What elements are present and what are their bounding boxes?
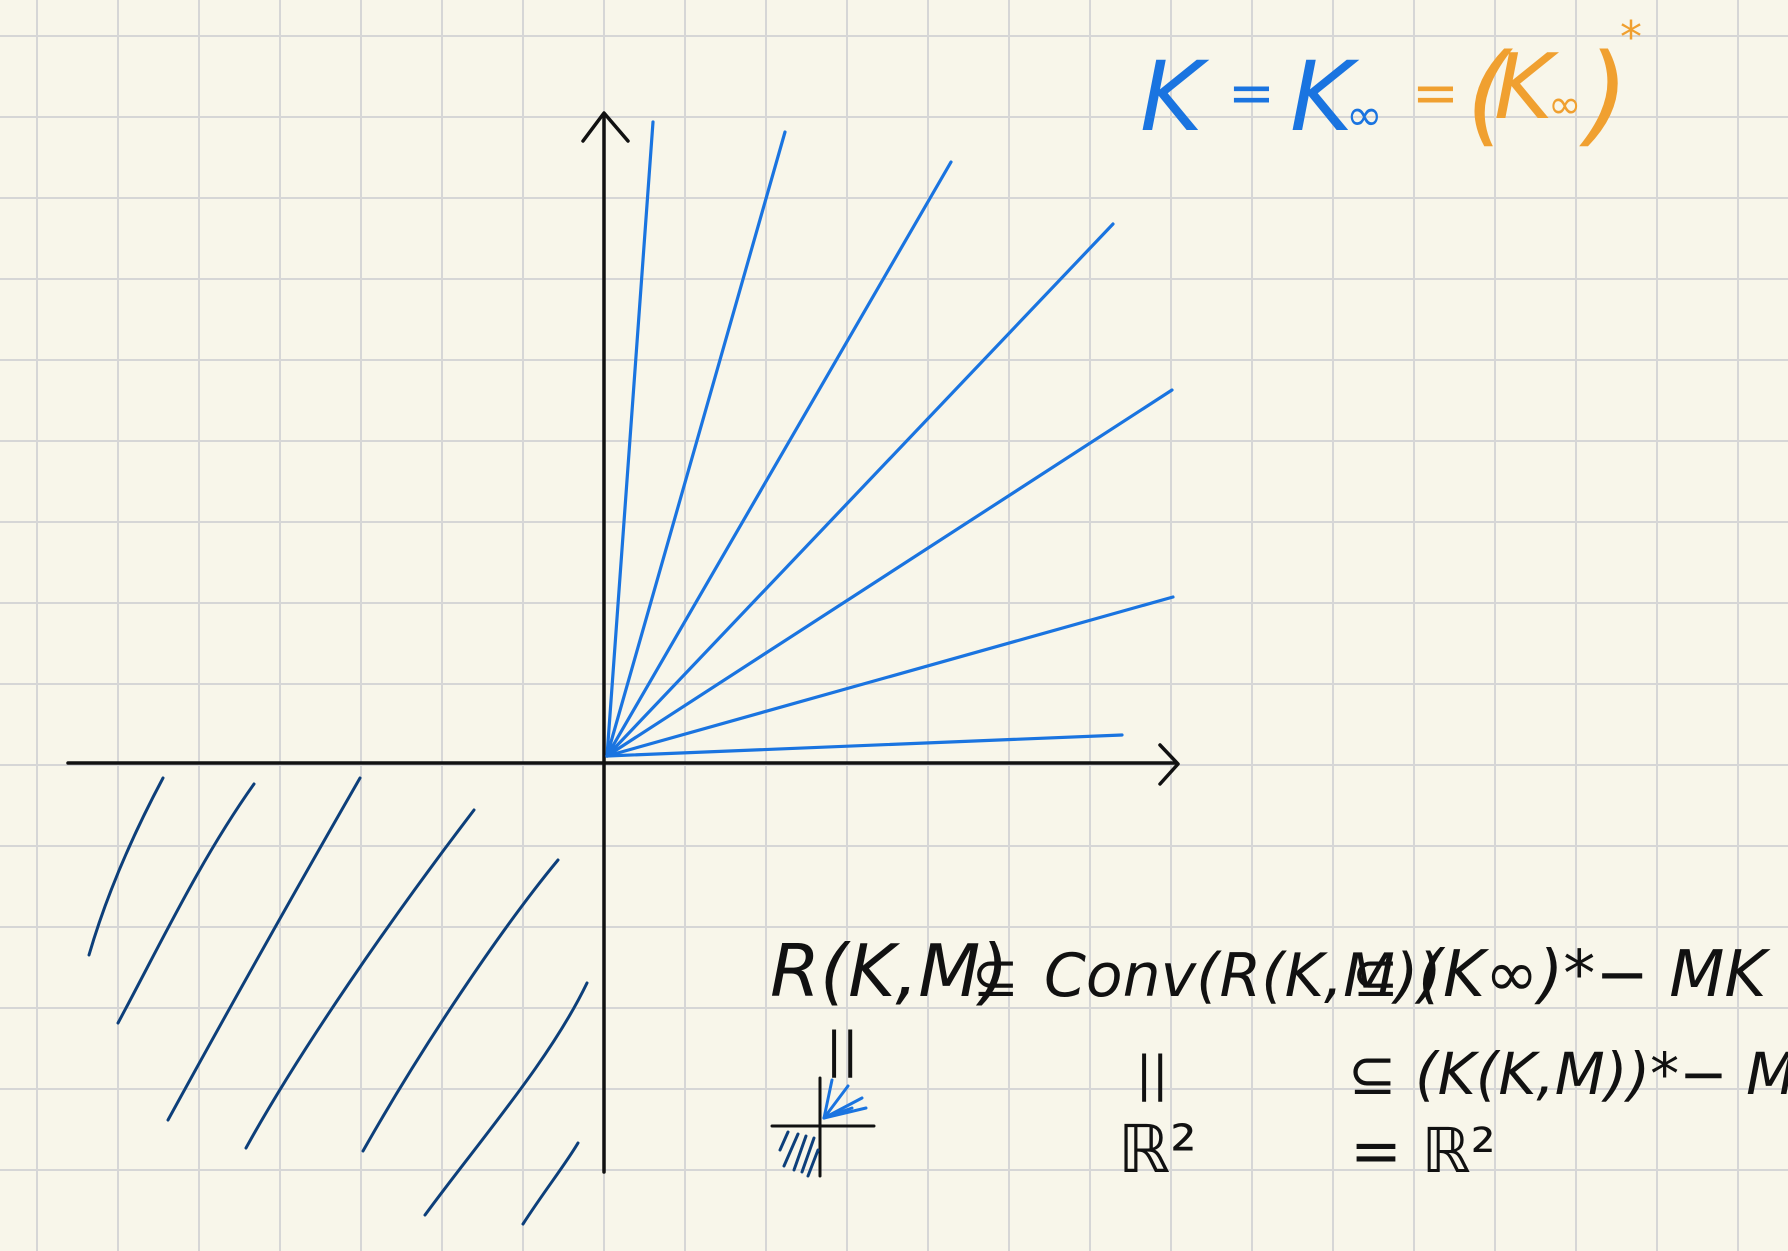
cone-identity-formula: K = K ∞ = ( K ∞ ) * <box>1140 12 1642 158</box>
ray <box>605 222 1115 758</box>
hatch-line <box>244 808 476 1150</box>
equals-vertical-left: || <box>826 1022 858 1078</box>
formula-k: K <box>1140 41 1210 153</box>
ray <box>605 733 1124 758</box>
mini-hatch-line <box>792 1134 808 1172</box>
formula-inf-sub2: ∞ <box>1548 82 1581 128</box>
inclusion-chain: R(K,M) ⊆ Conv(R(K,M)) ⊆ (K∞)*− MK <box>770 929 1771 1013</box>
formula-paren-close: ) <box>1579 30 1629 158</box>
conv-hull: Conv(R(K,M)) <box>1044 941 1442 1011</box>
mini-hatch-line <box>782 1132 800 1168</box>
ray <box>605 130 787 758</box>
equals-real-plane: = ℝ² <box>1350 1114 1496 1187</box>
ray <box>605 595 1175 758</box>
recession-set: R(K,M) <box>770 929 1008 1013</box>
hatch-line <box>166 776 362 1122</box>
mini-hatch-line <box>800 1136 816 1174</box>
plane-row: ℝ² = ℝ² <box>1118 1111 1496 1188</box>
subset-symbol-1: ⊆ <box>972 945 1019 1010</box>
hatch-line <box>423 981 589 1217</box>
ray <box>605 388 1174 758</box>
formula-eq2: = <box>1412 61 1459 126</box>
equality-row: || || ⊆ (K(K,M))*− MK <box>826 1022 1788 1108</box>
real-plane-mid: ℝ² <box>1118 1111 1197 1188</box>
y-axis-arrowhead <box>581 111 630 143</box>
mini-ray <box>822 1106 854 1120</box>
mini-ray <box>822 1078 834 1120</box>
cone-rays <box>605 120 1175 758</box>
mini-ray <box>822 1084 850 1120</box>
formula-k-inf2: K <box>1494 35 1559 140</box>
mini-recession-sketch <box>770 1076 876 1178</box>
mini-rays <box>822 1078 868 1120</box>
hatch-line <box>521 1141 580 1226</box>
formula-k-inf: K <box>1290 41 1360 153</box>
equals-vertical-mid: || <box>1136 1046 1168 1102</box>
mini-hatch <box>778 1130 820 1178</box>
hatch-line <box>116 782 256 1025</box>
coordinate-axes <box>66 111 1180 1174</box>
hatch-line <box>87 776 165 957</box>
x-axis-arrowhead <box>1158 743 1180 786</box>
ray <box>605 120 655 758</box>
ray <box>605 160 953 758</box>
hatch-line <box>361 858 560 1153</box>
formula-eq1: = <box>1228 61 1275 126</box>
dual-minus-mk: (K∞)*− MK <box>1418 938 1771 1012</box>
negative-quadrant-hatching <box>87 776 589 1226</box>
formula-inf-sub: ∞ <box>1346 90 1383 141</box>
formula-star: * <box>1620 12 1642 63</box>
mini-hatch-line <box>778 1130 790 1152</box>
mini-hatch-line <box>806 1148 820 1178</box>
formula-paren-open: ( <box>1466 30 1513 158</box>
dual-r-km-minus-mk: ⊆ (K(K,M))*− MK <box>1348 1040 1788 1108</box>
subset-symbol-2: ⊆ <box>1352 945 1399 1010</box>
